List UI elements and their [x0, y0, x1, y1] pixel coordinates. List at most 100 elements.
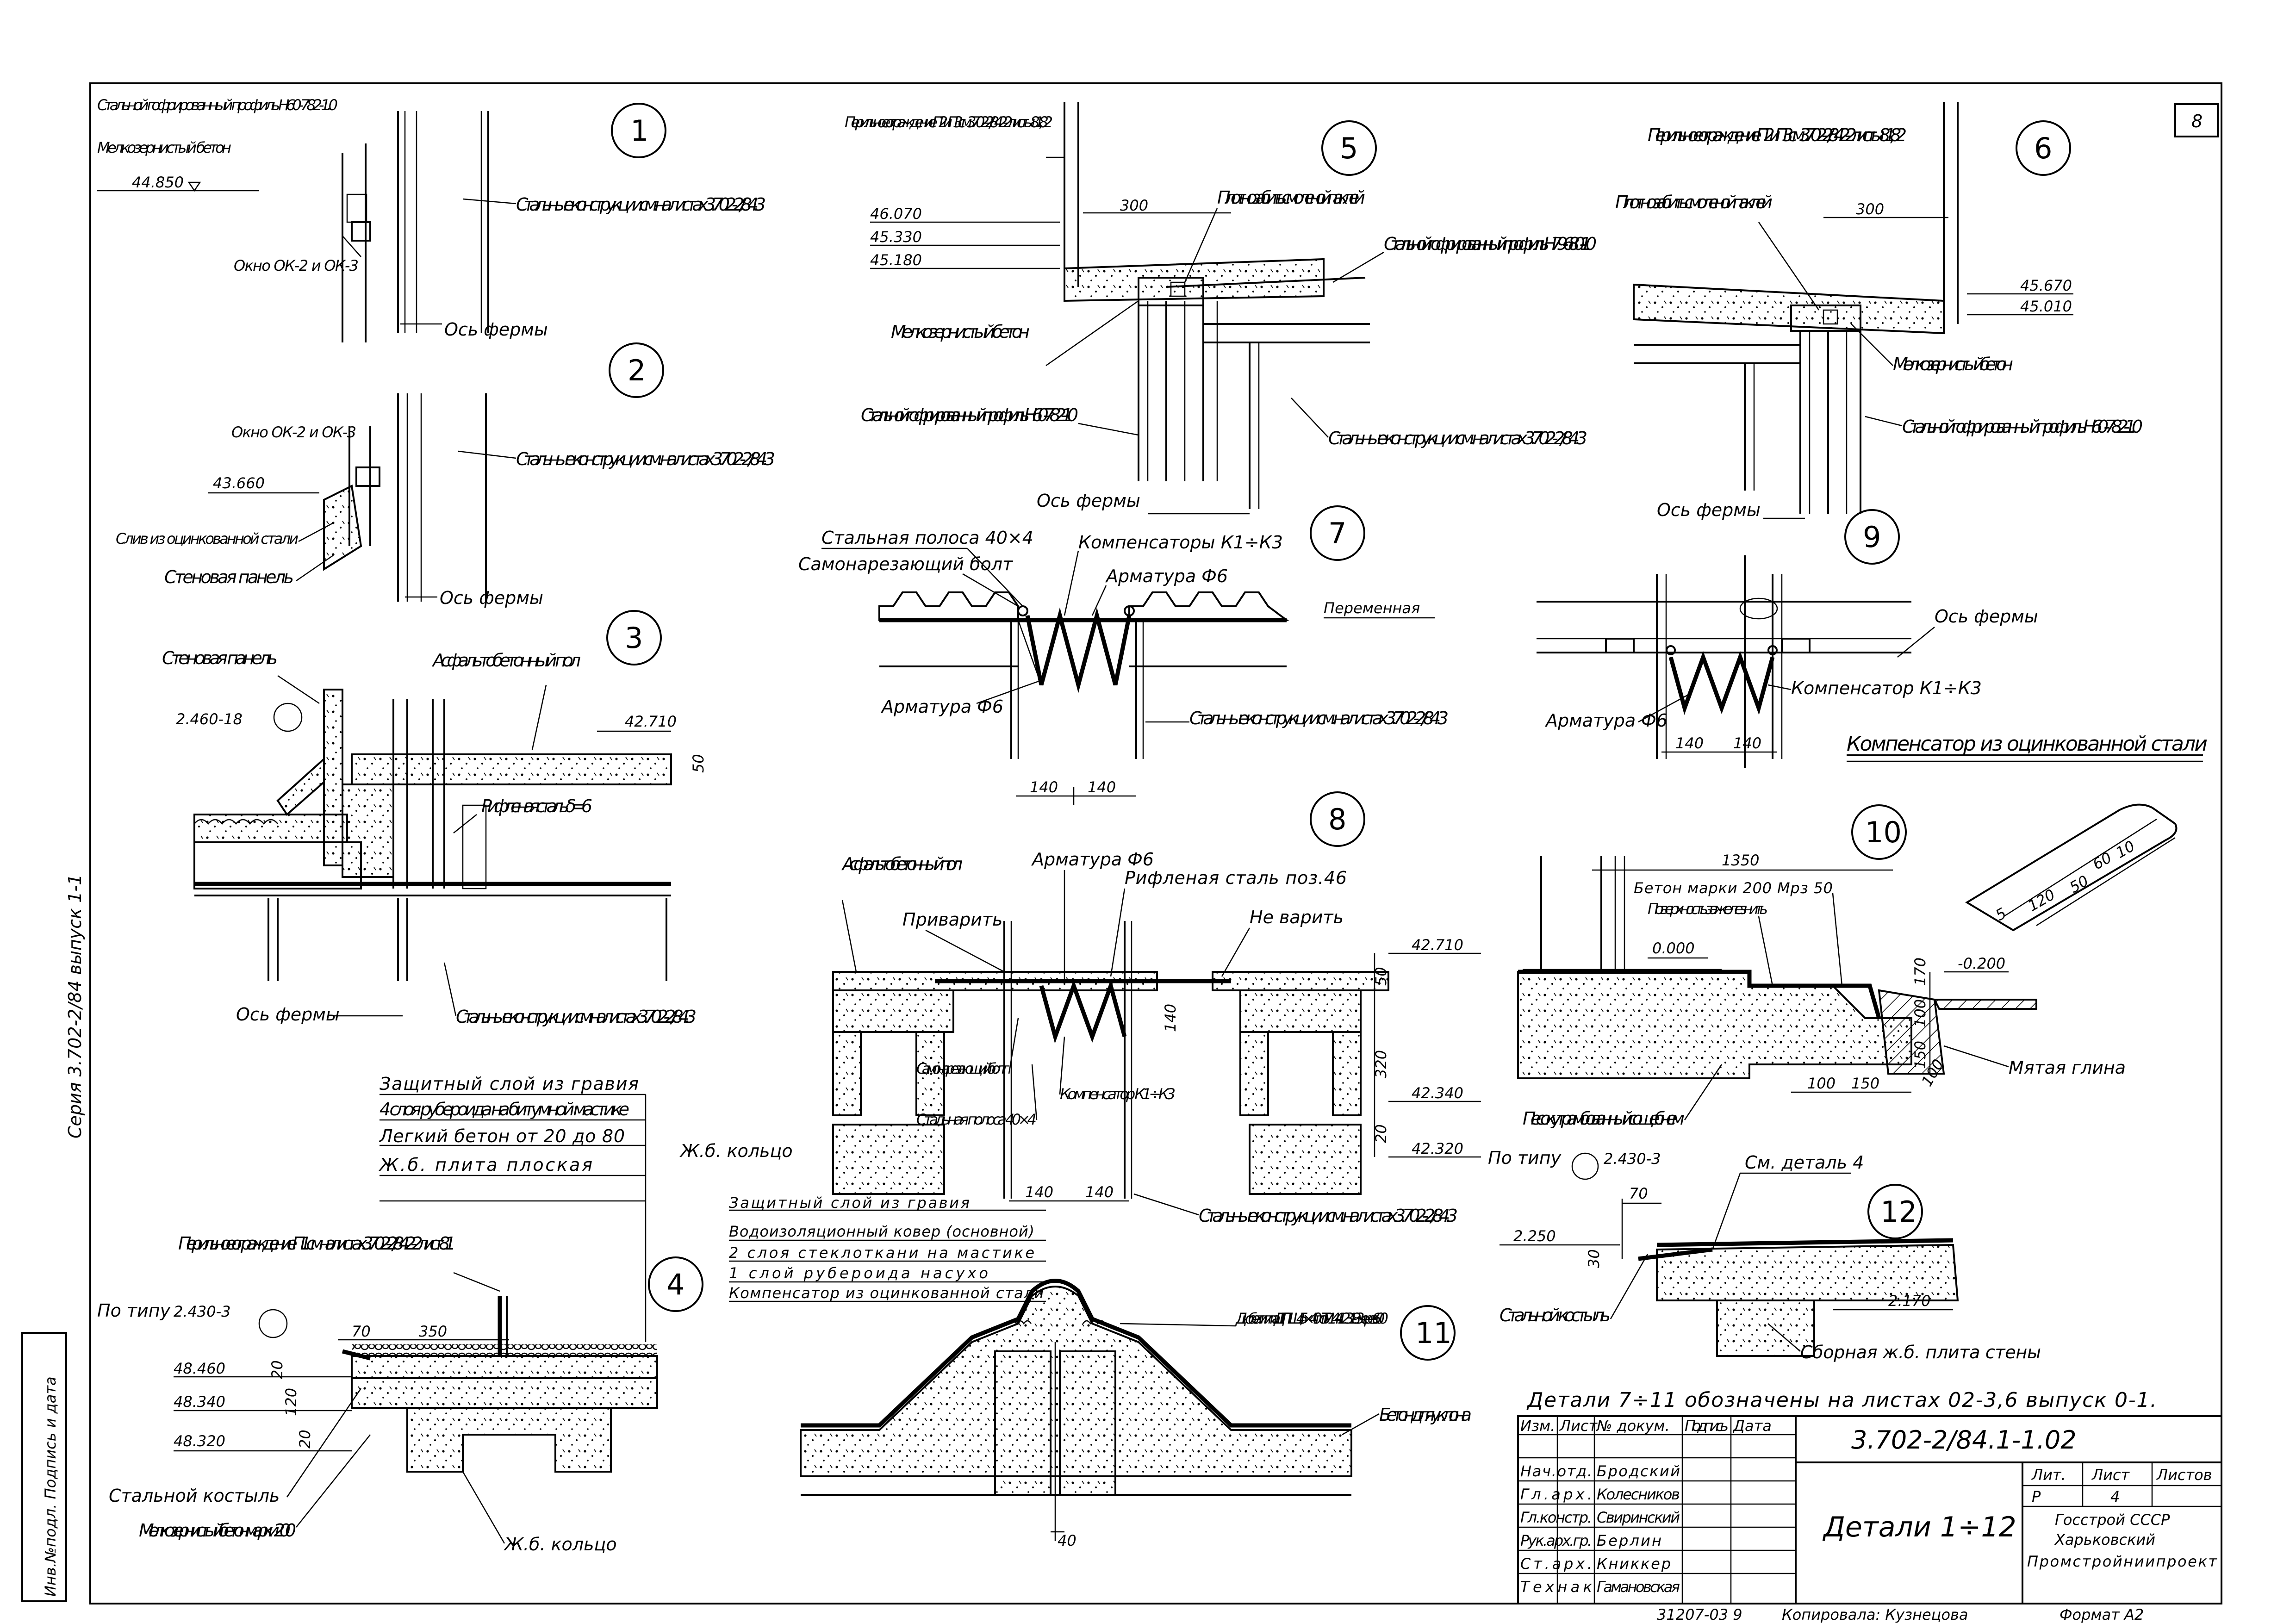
d7-rebar: Арматура Ф6 [1105, 566, 1228, 586]
tb-h-1: Лист [1559, 1417, 1598, 1435]
d6-elev-1: 45.010 [2020, 298, 2072, 315]
d8-vdim-1: 320 [1372, 1050, 1390, 1078]
tb-h-0: Изм. [1520, 1417, 1555, 1435]
d4-vdim-2: 20 [296, 1430, 314, 1449]
d8-floor: Асфальтобетонный пол [841, 854, 963, 874]
detail-1-number: 1 [630, 114, 648, 148]
d6-elev-0: 45.670 [2020, 277, 2072, 294]
d1-profile: Стальной гофрированный профиль Н60-782-1… [97, 96, 338, 114]
d4-ring2: Ж.б. кольцо [504, 1534, 617, 1555]
sheet-frame: 8 Инв.№подл. Подпись и дата Серия 3.702-… [21, 82, 2222, 1604]
d4-elev-2: 48.320 [174, 1432, 225, 1450]
d10-clay: Мятая глина [2009, 1057, 2126, 1078]
d10-surface: Поверхность зажелезнить [1648, 900, 1768, 918]
detail-3-number: 3 [625, 621, 643, 655]
d10-elev: -0.200 [1958, 955, 2005, 972]
d3-plate: Рифленая сталь δ=6 [481, 796, 592, 816]
d6-dim: 300 [1856, 200, 1884, 218]
d5-axis: Ось фермы [1037, 491, 1140, 511]
d12-dim: 70 [1629, 1185, 1648, 1202]
d6-railing: Перильное ограждение П2 и П3 см. 3.702-2… [1648, 125, 1907, 145]
d4-dim-0: 70 [352, 1323, 371, 1340]
tb-name-5: Гамановская [1597, 1578, 1680, 1596]
d8-noweld: Не варить [1250, 907, 1344, 927]
d12-vdim: 30 [1585, 1249, 1603, 1268]
d11-layer-4: Компенсатор из оцинкованной стали [729, 1284, 1044, 1302]
d7-comp: Компенсаторы К1÷К3 [1078, 532, 1283, 553]
detail-9-number: 9 [1863, 520, 1881, 554]
d8-plate: Рифленая сталь поз.46 [1125, 868, 1347, 888]
tb-stage-h-0: Лит. [2031, 1466, 2066, 1484]
tb-footer-right: Формат А2 [2060, 1606, 2144, 1623]
tb-title: Детали 1÷12 [1822, 1511, 2016, 1543]
d1-concrete: Мелкозернистый бетон [97, 139, 231, 156]
tb-name-0: Бродский [1597, 1462, 1680, 1480]
d2-axis: Ось фермы [440, 588, 543, 608]
d5-elev-0: 46.070 [870, 205, 922, 223]
d10-vdim-0: 170 [1911, 958, 1929, 986]
d4-bracket: Стальной костыль [109, 1486, 280, 1506]
detail-10-number: 10 [1865, 815, 1902, 849]
detail-1: 1 Стальной гофрированный профиль Н60-782… [97, 96, 766, 342]
detail-12: 12 По типу 2.430-3 См. деталь 4 70 2.250… [1488, 1148, 2041, 1362]
detail-7-number: 7 [1328, 516, 1346, 550]
d2-steel: Стальные конструкции см. на листах 3.702… [516, 449, 775, 469]
d11-layer-3: 1 слой рубероида насухо [729, 1264, 988, 1282]
sheet-number: 8 [2191, 111, 2203, 131]
detail-3: 3 Стеновая панель Асфальтобетонный пол 2… [162, 610, 707, 1027]
d2-window: Окно ОК-2 и ОК-3 [231, 423, 356, 441]
detail-4-number: 4 [666, 1268, 684, 1301]
d12-type-ref: По типу [1488, 1148, 1562, 1168]
detail-7: 7 Стальная полоса 40×4 Самонарезающий бо… [798, 505, 1449, 805]
detail-11: 11 Защитный слой из гравия Водоизоляцион… [729, 1194, 1472, 1549]
d8-vdim-2: 20 [1372, 1124, 1390, 1143]
tb-h-3: Подпись [1685, 1417, 1729, 1435]
d1-window: Окно ОК-2 и ОК-3 [234, 257, 359, 274]
d5-steel: Стальные конструкции см. на листах 3.702… [1328, 428, 1587, 448]
tb-footer-mid: Копировала: Кузнецова [1782, 1606, 1968, 1623]
d8-elev-1: 42.340 [1412, 1084, 1463, 1102]
d8-bolt: Самонарезающий болт [916, 1060, 1009, 1077]
d7-strip: Стальная полоса 40×4 [821, 528, 1033, 548]
d10-elev0: 0.000 [1652, 939, 1695, 957]
d10-vdim-1: 100 [1911, 999, 1929, 1027]
d8-vdim-3: 140 [1162, 1004, 1179, 1032]
detail-6: 6 Перильное ограждение П2 и П3 см. 3.702… [1615, 102, 2143, 520]
d5-elev-1: 45.330 [870, 228, 922, 246]
d10-dim: 1350 [1722, 852, 1759, 869]
d3-steel: Стальные конструкции см. на листах 3.702… [456, 1007, 697, 1027]
tb-name-1: Колесников [1597, 1486, 1680, 1503]
d4-elev-1: 48.340 [174, 1393, 225, 1411]
d7-steel: Стальные конструкции см. на листах 3.702… [1189, 708, 1449, 728]
d7-var: Переменная [1324, 599, 1420, 617]
d12-ref: 2.430-3 [1604, 1150, 1661, 1168]
tb-stage-h-2: Листов [2156, 1466, 2212, 1484]
tb-h-2: № докум. [1596, 1417, 1670, 1435]
detail-9: 9 Ось фермы Арматура Ф6 Компенсатор К1÷К… [1537, 509, 2038, 768]
d11-slope: Бетон для уклона [1379, 1405, 1472, 1425]
d3-axis: Ось фермы [236, 1004, 340, 1025]
tb-org-2: Харьковский [2054, 1531, 2155, 1548]
tb-org-1: Госстрой СССР [2055, 1511, 2170, 1529]
d1-axis: Ось фермы [444, 319, 548, 340]
tb-sheet: 4 [2110, 1488, 2120, 1505]
galv-dim-0: 60 [2090, 849, 2115, 873]
tb-role-2: Гл.констр. [1520, 1509, 1592, 1526]
detail-8: 8 Асфальтобетонный пол Арматура Ф6 Рифле… [832, 791, 1481, 1226]
left-strip-label: Инв.№подл. Подпись и дата [42, 1376, 59, 1597]
tb-role-4: Ст.арх. [1520, 1555, 1592, 1573]
detail-6-number: 6 [2034, 131, 2052, 165]
tb-role-1: Гл.арх. [1520, 1486, 1592, 1503]
d12-slab: Сборная ж.б. плита стены [1800, 1342, 2041, 1362]
d6-concrete: Мелкозернистый бетон [1893, 354, 2013, 374]
d8-dim-0: 140 [1025, 1183, 1053, 1201]
detail-2: 2 Окно ОК-2 и ОК-3 43.660 Слив из оцинко… [116, 342, 775, 608]
d7-bolt: Самонарезающий болт [798, 554, 1014, 574]
d8-elev-2: 42.320 [1412, 1140, 1463, 1157]
d5-concrete: Мелкозернистый бетон [891, 322, 1030, 342]
d4-vdim-1: 120 [282, 1388, 300, 1416]
d3-floor: Асфальтобетонный пол [431, 650, 581, 671]
d8-vdim-0: 50 [1372, 967, 1390, 986]
d5-elev-2: 45.180 [870, 251, 922, 269]
detail-11-number: 11 [1415, 1316, 1452, 1350]
